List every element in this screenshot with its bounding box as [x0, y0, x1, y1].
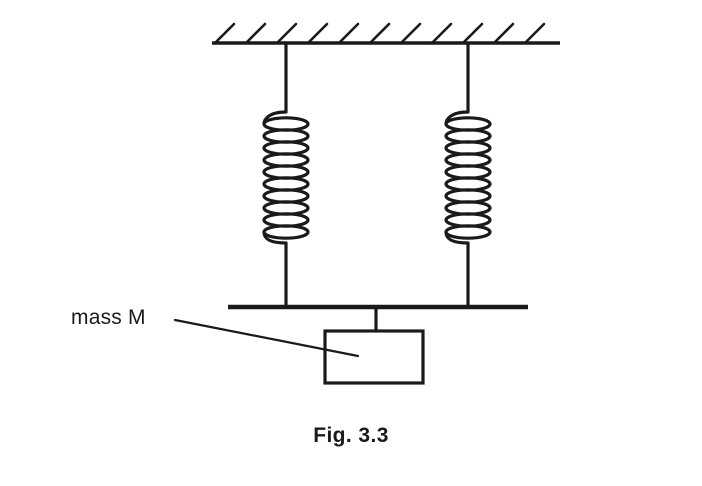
- hatch-mark: [369, 22, 391, 44]
- left-spring-coils: [262, 110, 310, 245]
- hatch-mark: [276, 22, 298, 44]
- left-spring-assembly: [262, 43, 310, 307]
- spring-coil-exit: [262, 230, 288, 245]
- hatch-mark: [245, 22, 267, 44]
- hatch-mark: [307, 22, 329, 44]
- hatch-mark: [431, 22, 453, 44]
- ceiling-group: [212, 22, 560, 45]
- hatch-mark: [400, 22, 422, 44]
- mass-label: mass M: [71, 306, 146, 329]
- right-spring-coils: [444, 110, 492, 245]
- hatch-mark: [462, 22, 484, 44]
- right-spring-assembly: [444, 43, 492, 307]
- mass-leader-line: [173, 318, 360, 358]
- hatch-mark: [338, 22, 360, 44]
- hatch-mark: [493, 22, 515, 44]
- hatch-mark: [524, 22, 546, 44]
- mass-block: [323, 329, 425, 385]
- ceiling-hatch-marks: [214, 22, 546, 44]
- spring-coil-exit: [444, 230, 470, 245]
- figure-caption: Fig. 3.3: [313, 424, 389, 447]
- hatch-mark: [214, 22, 236, 44]
